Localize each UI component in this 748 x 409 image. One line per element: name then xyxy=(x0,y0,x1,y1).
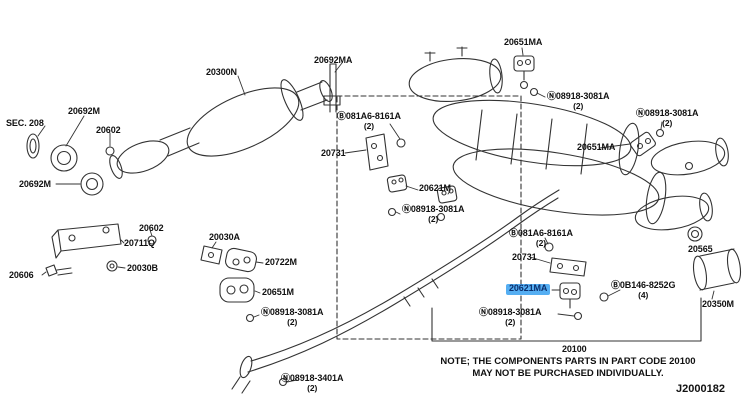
note-line-2: MAY NOT BE PURCHASED INDIVIDUALLY. xyxy=(472,368,664,380)
part-number: SEC. 208 xyxy=(6,118,44,128)
part-label-089183081A[interactable]: Ⓝ08918-3081A(2) xyxy=(261,307,324,327)
part-number: 20651MA xyxy=(504,37,543,47)
part-label-089183081A[interactable]: Ⓝ08918-3081A(2) xyxy=(402,204,465,224)
part-label-20100[interactable]: 20100 xyxy=(562,344,587,355)
part-number: Ⓝ08918-3081A xyxy=(636,108,699,118)
part-number: 20711Q xyxy=(124,238,155,248)
pipe-mount-brackets xyxy=(365,133,458,222)
part-number: 20651M xyxy=(262,287,294,297)
part-number: Ⓝ08918-3081A xyxy=(261,307,324,317)
part-label-20722M[interactable]: 20722M xyxy=(265,257,297,268)
part-number: Ⓝ08918-3401A xyxy=(281,373,344,383)
part-qty: (2) xyxy=(573,100,584,111)
part-qty: (2) xyxy=(363,120,374,131)
part-label-20030B[interactable]: 20030B xyxy=(127,263,158,274)
note-line-1: NOTE; THE COMPONENTS PARTS IN PART CODE … xyxy=(440,356,696,367)
part-label-089183081A[interactable]: Ⓝ08918-3081A(2) xyxy=(479,307,542,327)
diagram-code: J2000182 xyxy=(676,383,725,395)
part-label-20731[interactable]: 20731 xyxy=(512,252,537,263)
part-label-20692M[interactable]: 20692M xyxy=(19,179,51,190)
note: NOTE; THE COMPONENTS PARTS IN PART CODE … xyxy=(398,356,738,381)
part-label-SEC208[interactable]: SEC. 208 xyxy=(6,118,44,129)
part-label-081A68161A[interactable]: Ⓑ081A6-8161A(2) xyxy=(509,228,573,248)
part-number: 20621MA xyxy=(506,283,551,295)
part-number: 20350M xyxy=(702,299,734,309)
rear-lower-brackets xyxy=(544,242,609,321)
part-label-20030A[interactable]: 20030A xyxy=(209,232,240,243)
part-number: 20731 xyxy=(512,252,537,262)
part-label-20651MA[interactable]: 20651MA xyxy=(504,37,543,48)
hanger-rod xyxy=(323,63,341,113)
catalytic-converter-assembly xyxy=(26,79,333,245)
part-label-20711Q[interactable]: 20711Q xyxy=(124,238,155,249)
part-number: Ⓑ0B146-8252G xyxy=(611,280,676,290)
part-label-089183081A[interactable]: Ⓝ08918-3081A(2) xyxy=(547,91,610,111)
part-label-089183401A[interactable]: Ⓝ08918-3401A(2) xyxy=(281,373,344,393)
part-label-20651M[interactable]: 20651M xyxy=(262,287,294,298)
part-label-20602[interactable]: 20602 xyxy=(96,125,121,136)
part-number: 20300N xyxy=(206,67,237,77)
part-number: 20030B xyxy=(127,263,158,273)
part-qty: (2) xyxy=(662,117,673,128)
part-number: 20651MA xyxy=(577,142,616,152)
part-number: 20602 xyxy=(96,125,121,135)
part-number: Ⓝ08918-3081A xyxy=(547,91,610,101)
part-number: Ⓝ08918-3081A xyxy=(479,307,542,317)
part-number: 20692MA xyxy=(314,55,353,65)
part-qty: (2) xyxy=(535,237,546,248)
part-label-20692M[interactable]: 20692M xyxy=(68,106,100,117)
part-qty: (2) xyxy=(307,382,318,393)
part-label-20565[interactable]: 20565 xyxy=(688,244,713,255)
part-label-20350M[interactable]: 20350M xyxy=(702,299,734,310)
part-number: 20692M xyxy=(68,106,100,116)
part-label-20602[interactable]: 20602 xyxy=(139,223,164,234)
part-number: 20722M xyxy=(265,257,297,267)
part-number: Ⓝ08918-3081A xyxy=(402,204,465,214)
part-number: 20621M xyxy=(419,183,451,193)
part-qty: (2) xyxy=(287,316,298,327)
part-label-20731[interactable]: 20731 xyxy=(321,148,346,159)
part-number: 20731 xyxy=(321,148,346,158)
part-label-081A68161A[interactable]: Ⓑ081A6-8161A(2) xyxy=(337,111,401,131)
part-qty: (2) xyxy=(505,316,516,327)
part-number: 20606 xyxy=(9,270,34,280)
part-number: 20692M xyxy=(19,179,51,189)
part-number: 20030A xyxy=(209,232,240,242)
part-qty: (4) xyxy=(638,289,649,300)
part-number: Ⓑ081A6-8161A xyxy=(337,111,401,121)
part-label-20621M[interactable]: 20621M xyxy=(419,183,451,194)
part-label-20651MA[interactable]: 20651MA xyxy=(577,142,616,153)
part-label-20692MA[interactable]: 20692MA xyxy=(314,55,353,66)
part-label-20606[interactable]: 20606 xyxy=(9,270,34,281)
part-qty: (2) xyxy=(428,213,439,224)
part-number: 20602 xyxy=(139,223,164,233)
dashed-group-box xyxy=(336,95,522,340)
part-20100-bracket-line xyxy=(431,297,702,342)
tailpipes-and-finisher xyxy=(634,137,742,291)
part-number: Ⓑ081A6-8161A xyxy=(509,228,573,238)
leader-lines xyxy=(37,47,715,383)
part-label-089183081A[interactable]: Ⓝ08918-3081A(2) xyxy=(636,108,699,128)
front-brackets xyxy=(45,223,257,323)
part-label-20621MA[interactable]: 20621MA xyxy=(506,283,551,295)
part-label-20300N[interactable]: 20300N xyxy=(206,67,237,78)
part-number: 20565 xyxy=(688,244,713,254)
part-label-0B1468252G[interactable]: Ⓑ0B146-8252G(4) xyxy=(611,280,676,300)
part-number: 20100 xyxy=(562,344,587,354)
